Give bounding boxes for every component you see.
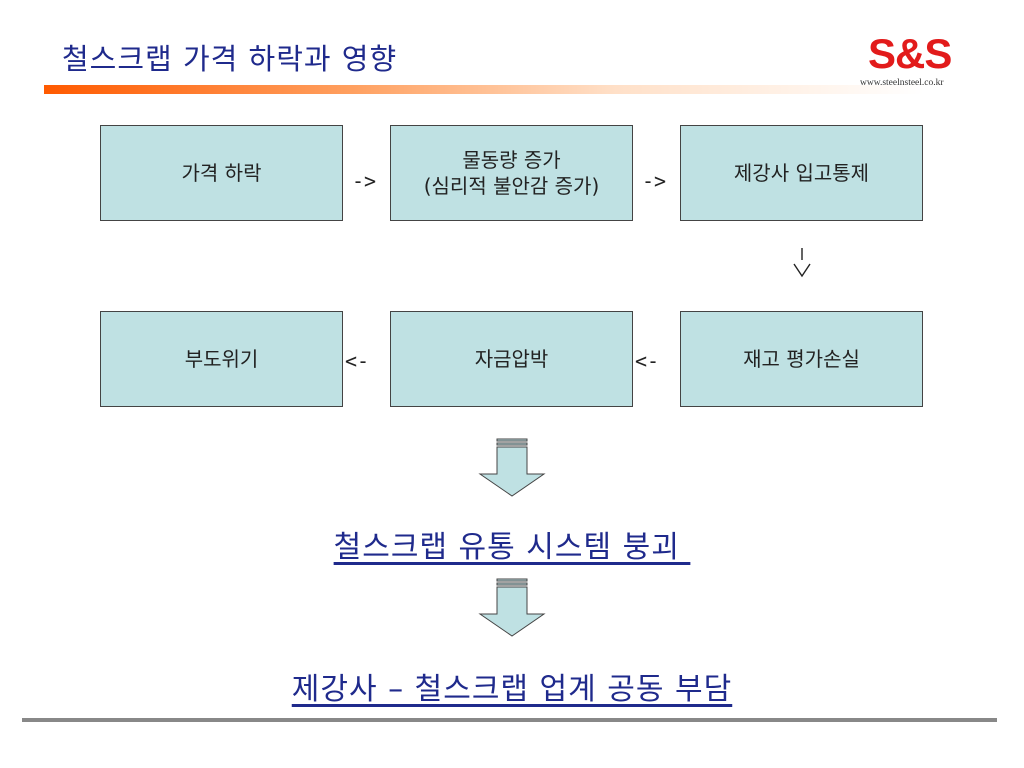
box-inventory-loss: 재고 평가손실 [680,311,923,407]
box-volume-increase: 물동량 증가 (심리적 불안감 증가) [390,125,633,221]
box-price-drop-label: 가격 하락 [181,161,262,185]
box-stock-control-label: 제강사 입고통제 [733,161,870,185]
box-volume-increase-line1: 물동량 증가 [462,148,561,172]
logo-mark: S&S [868,30,952,77]
block-arrow-down-2 [478,578,546,637]
slide-title: 철스크랩 가격 하락과 영향 [62,42,398,76]
bottom-divider [22,718,997,722]
logo-url: www.steelnsteel.co.kr [860,78,944,88]
box-inventory-loss-label: 재고 평가손실 [743,347,860,371]
box-bankruptcy-label: 부도위기 [184,347,259,371]
box-cash-crunch-label: 자금압박 [474,347,549,371]
box-price-drop: 가격 하락 [100,125,343,221]
arrow-down-small [793,248,811,278]
arrow-right-2: -> [642,169,667,193]
title-underline-bar [44,85,924,94]
block-arrow-down-1 [478,438,546,497]
box-volume-increase-line2: (심리적 불안감 증가) [423,174,600,198]
arrow-left-1: <- [345,349,370,373]
result-shared-burden: 제강사 – 철스크랩 업계 공동 부담 [291,672,733,707]
company-logo: S&S www.steelnsteel.co.kr [858,30,988,92]
box-bankruptcy: 부도위기 [100,311,343,407]
box-cash-crunch: 자금압박 [390,311,633,407]
box-stock-control: 제강사 입고통제 [680,125,923,221]
result-collapse: 철스크랩 유통 시스템 붕괴 [333,530,691,565]
arrow-left-2: <- [635,349,660,373]
arrow-right-1: -> [352,169,377,193]
